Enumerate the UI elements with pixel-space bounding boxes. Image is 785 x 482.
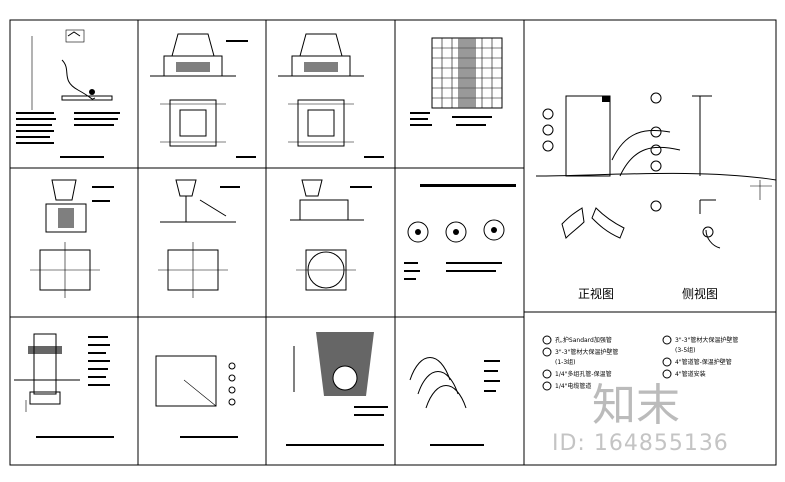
legend-marker bbox=[542, 381, 552, 391]
panel-10-detail bbox=[155, 355, 238, 438]
sheet-border bbox=[9, 19, 777, 466]
front-view-label: 正视图 bbox=[578, 286, 614, 301]
legend-item-4: 1/4"多组孔管-保温管 bbox=[555, 370, 612, 378]
legend-marker bbox=[662, 335, 672, 345]
legend-marker bbox=[542, 335, 552, 345]
panel-8-nozzles bbox=[404, 184, 516, 280]
watermark-id: ID: 164855136 bbox=[552, 431, 729, 456]
panel-7-detail bbox=[290, 179, 372, 291]
panel-grid bbox=[10, 20, 776, 465]
watermark-logo: 知末 bbox=[592, 380, 680, 431]
legend-item-5: 1/4"电缆管道 bbox=[555, 382, 591, 390]
panel-5-detail bbox=[30, 179, 114, 298]
legend-marker bbox=[542, 369, 552, 379]
legend-item-2: 3"-3"管材大保温护壁管 bbox=[555, 348, 618, 356]
panel-2-manhole bbox=[150, 33, 256, 158]
legend-item-6: 3"-3"管材大保温护壁管 bbox=[675, 336, 738, 344]
panel-3-manhole bbox=[278, 33, 384, 158]
legend-marker bbox=[542, 347, 552, 357]
legend-item-1: 孔,护Sandard加强管 bbox=[555, 336, 612, 344]
legend-item-7: (3-5组) bbox=[675, 346, 695, 354]
legend-marker bbox=[662, 369, 672, 379]
panel-9-valve bbox=[14, 333, 114, 438]
legend-item-9: 4"管道安装 bbox=[675, 370, 706, 378]
legend-marker bbox=[662, 357, 672, 367]
panel-12-bends bbox=[409, 357, 500, 446]
panel-11-trench bbox=[286, 332, 388, 446]
legend: 孔,护Sandard加强管 3"-3"管材大保温护壁管 (1-3组) 1/4"多… bbox=[542, 335, 738, 391]
panel-1-detail bbox=[16, 29, 120, 158]
panel-4-paving bbox=[410, 37, 503, 126]
right-panel-front-view bbox=[535, 92, 777, 249]
legend-item-8: 4"管道管-保温护壁管 bbox=[675, 358, 732, 366]
panel-6-detail bbox=[158, 179, 240, 298]
side-view-label: 侧视图 bbox=[682, 286, 718, 301]
legend-item-3: (1-3组) bbox=[555, 358, 575, 366]
